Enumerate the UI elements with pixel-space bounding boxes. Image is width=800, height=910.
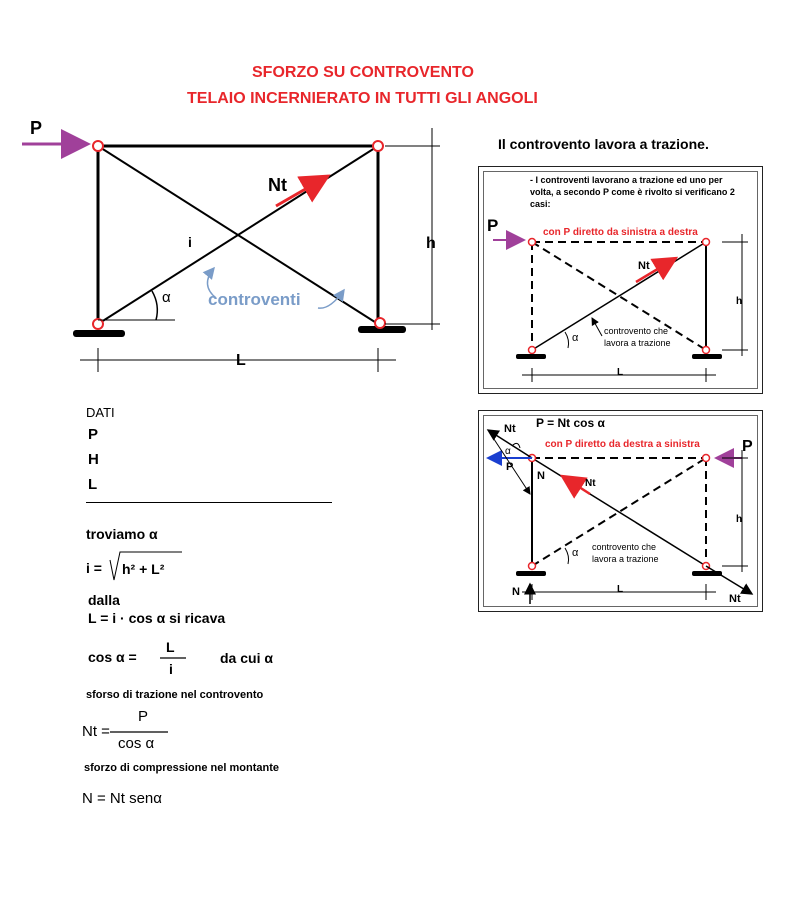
panel2-bracing-label: controvento che	[592, 542, 657, 552]
panel1-length-label: L	[617, 367, 624, 378]
panel2-case-label: con P diretto da destra a sinistra	[545, 439, 700, 450]
panel1-load-label: P	[487, 216, 499, 235]
compression-description: sforzo di compressione nel montante	[84, 762, 279, 774]
panel2-load-label: P	[506, 461, 514, 473]
n-equation: N = Nt senα	[82, 790, 162, 807]
left-support	[73, 330, 125, 337]
case2-panel	[478, 410, 763, 612]
data-item: L	[88, 476, 98, 493]
tension-arrow	[275, 174, 331, 208]
caption: Il controvento lavora a trazione.	[498, 136, 709, 152]
panel2-tension-label: Nt	[504, 423, 516, 435]
load-label: P	[30, 118, 43, 138]
panel1-angle-label: α	[572, 332, 579, 344]
frame-members	[96, 144, 380, 325]
divider	[86, 502, 332, 503]
panel2-angle-label: α	[572, 547, 579, 559]
length-label: L	[236, 352, 246, 369]
panel1-height-label: h	[736, 296, 743, 307]
nt-equation: Nt =	[82, 723, 110, 740]
panel1-note: casi:	[530, 199, 551, 209]
hinge	[374, 317, 386, 329]
nt-denominator: cos α	[118, 735, 155, 752]
panel1-tension-label: Nt	[638, 260, 650, 272]
from-which: da cui α	[220, 650, 273, 666]
panel1-note: - I controventi lavorano a trazione ed u…	[530, 175, 723, 185]
right-support	[358, 326, 406, 333]
data-item: H	[88, 451, 99, 468]
panel2-bracing-label: lavora a trazione	[592, 554, 659, 564]
panel1-drawing	[493, 230, 748, 382]
from-label: dalla	[88, 592, 120, 608]
find-angle: troviamo α	[86, 526, 158, 542]
panel1-note: volta, a secondo P come è rivolto si ver…	[530, 187, 735, 197]
l-equation: L = i · cos α si ricava	[88, 610, 226, 626]
hinge	[372, 140, 384, 152]
cos-denominator: i	[169, 661, 173, 677]
nt-numerator: P	[138, 708, 149, 725]
panel2-tension-label: Nt	[585, 478, 596, 489]
panel2-drawing	[486, 429, 754, 604]
i-expression: h² + L²	[122, 561, 165, 577]
panel1-case-label: con P diretto da sinistra a destra	[543, 227, 698, 238]
hinge	[92, 318, 104, 330]
diagonal-label: i	[188, 234, 192, 250]
tension-label: Nt	[268, 175, 287, 195]
page-subtitle: TELAIO INCERNIERATO IN TUTTI GLI ANGOLI	[187, 90, 538, 107]
panel2-angle-label: α	[505, 446, 511, 457]
data-header: DATI	[86, 405, 115, 420]
panel2-formula: P = Nt cos α	[536, 416, 605, 430]
panel2-compression-label: N	[537, 470, 545, 482]
hinge	[92, 140, 104, 152]
page-title: SFORZO SU CONTROVENTO	[252, 64, 474, 81]
panel2-compression-label: N	[512, 586, 520, 598]
bracing-label: controventi	[208, 290, 301, 309]
tension-description: sforso di trazione nel controvento	[86, 689, 264, 701]
data-item: P	[88, 426, 99, 443]
panel2-load-label: P	[742, 438, 753, 455]
cos-numerator: L	[166, 639, 175, 655]
panel2-height-label: h	[736, 514, 743, 525]
case1-panel	[478, 166, 763, 394]
panel1-bracing-label: controvento che	[604, 326, 669, 336]
height-label: h	[426, 235, 436, 252]
panel2-tension-label: Nt	[729, 593, 741, 605]
angle-label: α	[162, 289, 171, 306]
i-equation: i =	[86, 560, 102, 576]
panel2-length-label: L	[617, 584, 624, 595]
panel1-bracing-label: lavora a trazione	[604, 338, 671, 348]
cos-equation: cos α =	[88, 649, 137, 665]
